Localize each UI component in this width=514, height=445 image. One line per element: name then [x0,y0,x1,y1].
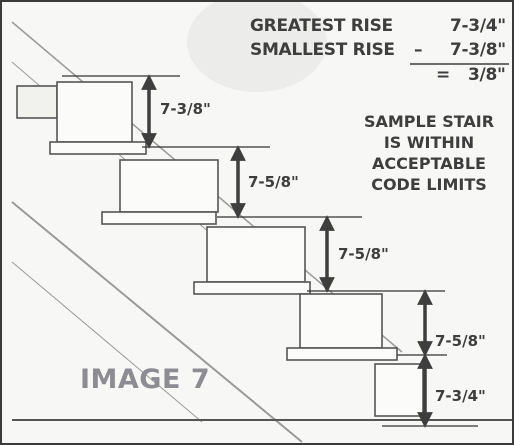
step-5 [374,363,424,417]
note-line-4: CODE LIMITS [371,175,487,194]
rise-label-3: 7-5/8" [338,245,389,263]
rise-label-1: 7-3/8" [160,100,211,118]
smallest-rise-value: 7-3/8" [450,40,506,60]
note-line-2: IS WITHIN [383,133,475,152]
dimension-arrows [141,74,433,428]
watermark-logo [187,2,327,92]
rise-label-2: 7-5/8" [248,173,299,191]
minus-sign: – [414,40,423,60]
smallest-rise-label: SMALLEST RISE [250,40,395,60]
step-1 [16,81,147,155]
step-2 [101,159,219,225]
image-label: IMAGE 7 [80,364,211,395]
step-4 [286,293,398,361]
equals-sign: = [436,65,450,85]
note-line-1: SAMPLE STAIR [363,112,495,131]
rise-label-5: 7-3/4" [435,387,486,405]
difference-value: 3/8" [468,65,506,85]
greatest-rise-value: 7-3/4" [450,16,506,36]
rise-label-4: 7-5/8" [435,332,486,350]
note-line-3: ACCEPTABLE [372,154,486,173]
step-3 [193,226,311,295]
greatest-rise-label: GREATEST RISE [250,16,393,36]
